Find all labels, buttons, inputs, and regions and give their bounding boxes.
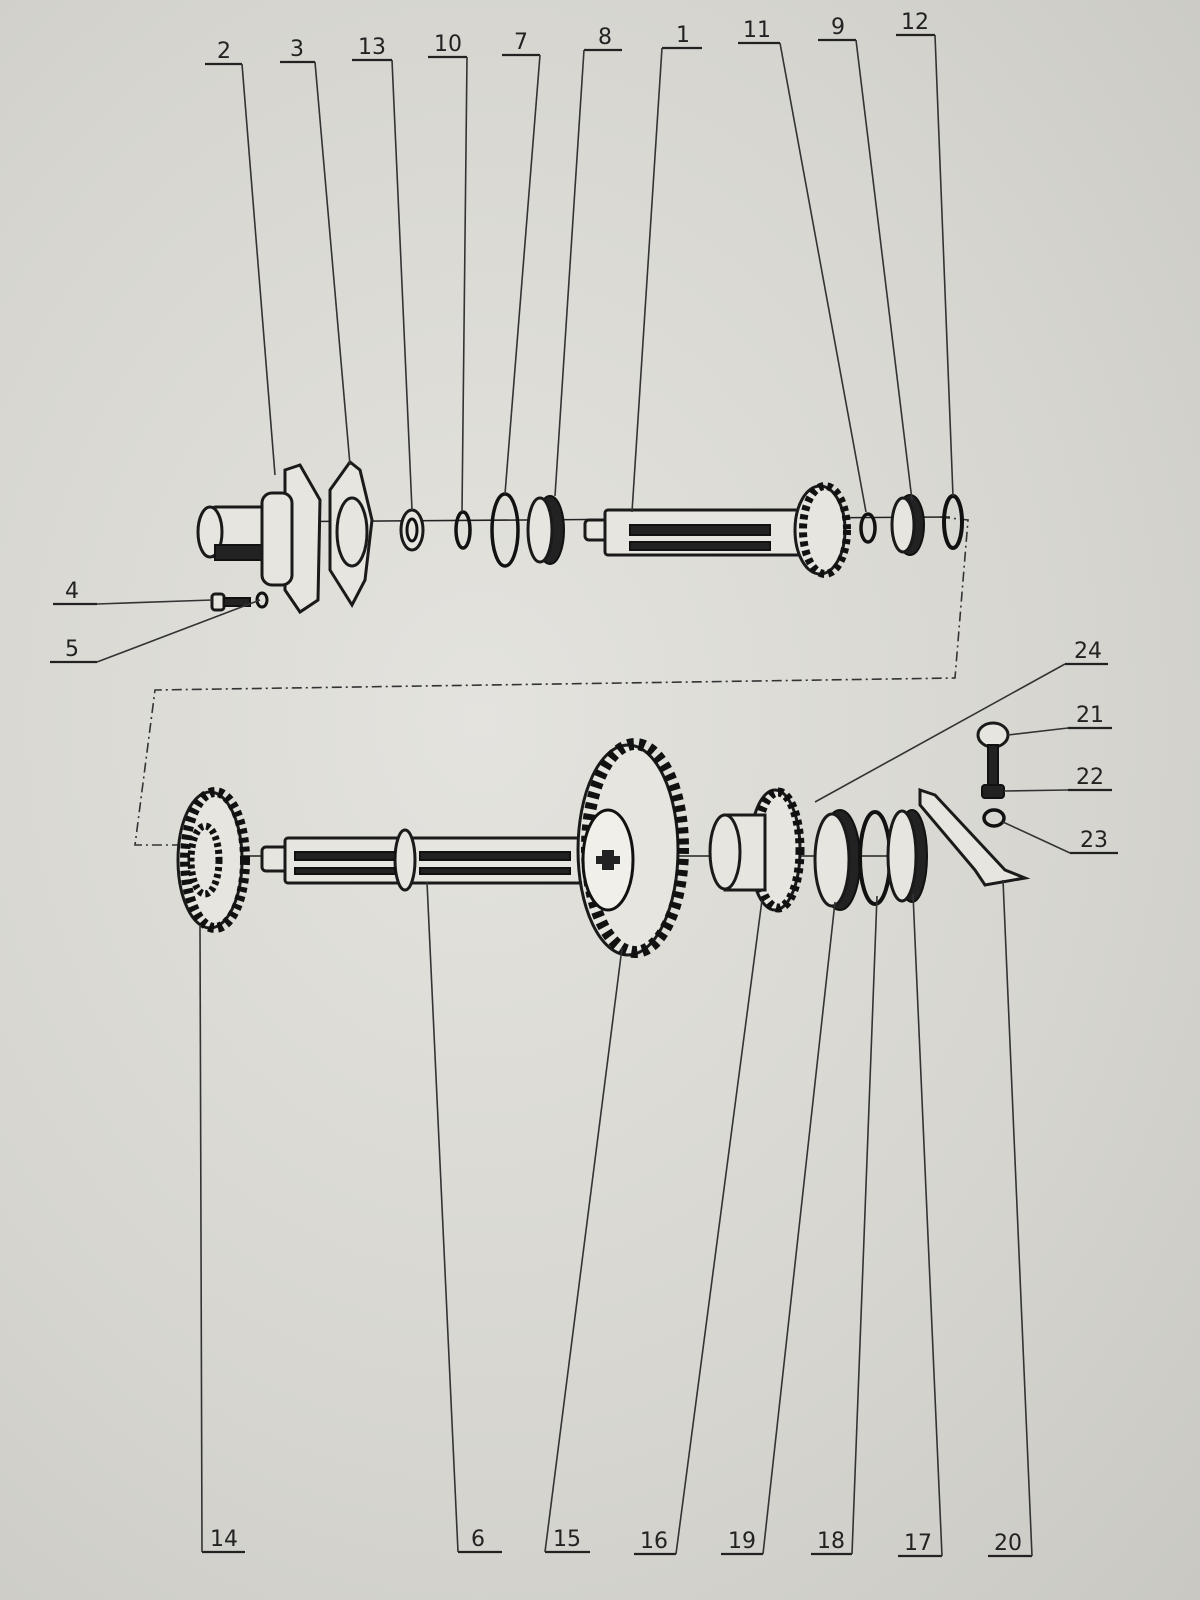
part-3-gasket <box>328 459 374 609</box>
part-18-ring <box>858 810 892 906</box>
label-15: 15 <box>544 947 623 1554</box>
part-19-bearing <box>813 809 861 911</box>
label-16-text: 16 <box>640 1529 668 1554</box>
part-6-splined-shaft <box>260 828 607 892</box>
label-18-text: 18 <box>817 1529 845 1554</box>
label-2-text: 2 <box>217 39 231 64</box>
label-3: 3 <box>280 37 351 466</box>
label-9-text: 9 <box>831 15 845 40</box>
part-17-ring <box>886 809 928 903</box>
label-22-text: 22 <box>1076 765 1104 790</box>
label-23: 23 <box>1002 821 1118 855</box>
label-20-text: 20 <box>994 1531 1022 1556</box>
label-1: 1 <box>631 23 702 513</box>
part-13-seal <box>399 508 425 552</box>
label-24: 24 <box>814 639 1108 803</box>
label-15-text: 15 <box>553 1527 581 1552</box>
label-13-text: 13 <box>358 35 386 60</box>
label-4: 4 <box>53 579 213 606</box>
label-1-text: 1 <box>676 23 690 48</box>
label-24-text: 24 <box>1074 639 1102 664</box>
label-18: 18 <box>811 895 878 1556</box>
part-5-washer <box>255 591 269 609</box>
label-2: 2 <box>205 39 276 476</box>
label-10: 10 <box>428 32 468 513</box>
label-21: 21 <box>1007 703 1112 736</box>
part-12-circlip <box>942 494 964 550</box>
label-17: 17 <box>898 893 943 1558</box>
assembly-connector-line <box>134 516 969 846</box>
part-21-bolt <box>976 721 1010 786</box>
label-14-text: 14 <box>210 1527 238 1552</box>
label-12-text: 12 <box>901 10 929 35</box>
spline-hub-icon <box>596 850 620 870</box>
label-11-text: 11 <box>743 18 771 43</box>
label-6-text: 6 <box>471 1527 485 1552</box>
label-13: 13 <box>352 35 413 511</box>
part-4-bolt <box>210 592 251 612</box>
label-5-text: 5 <box>65 637 79 662</box>
label-3-text: 3 <box>290 37 304 62</box>
label-11: 11 <box>738 18 867 513</box>
part-10-ring <box>454 510 472 550</box>
label-9: 9 <box>818 15 913 501</box>
label-5: 5 <box>50 599 261 664</box>
label-17-text: 17 <box>904 1531 932 1556</box>
label-6: 6 <box>426 881 502 1554</box>
part-11-ring <box>859 512 877 544</box>
part-20-plate <box>918 787 1031 887</box>
part-2-flange-housing <box>196 463 322 615</box>
label-12: 12 <box>896 10 954 497</box>
part-14-gear <box>176 787 250 933</box>
part-1-gear-shaft <box>583 482 851 578</box>
label-4-text: 4 <box>65 579 79 604</box>
part-8-bearing <box>526 495 565 565</box>
label-19: 19 <box>721 901 836 1556</box>
label-20: 20 <box>988 879 1033 1558</box>
label-23-text: 23 <box>1080 828 1108 853</box>
label-7: 7 <box>502 30 541 495</box>
label-10-text: 10 <box>434 32 462 57</box>
label-22: 22 <box>1003 765 1112 792</box>
label-14: 14 <box>199 924 245 1554</box>
label-21-text: 21 <box>1076 703 1104 728</box>
part-16-gear <box>708 787 805 913</box>
part-22-nut <box>981 784 1005 799</box>
label-19-text: 19 <box>728 1529 756 1554</box>
part-23-washer <box>982 808 1006 828</box>
label-8: 8 <box>554 25 622 497</box>
part-15-large-gear <box>576 738 689 958</box>
part-7-o-ring <box>490 492 520 568</box>
label-16: 16 <box>634 899 763 1556</box>
part-9-bearing <box>890 494 925 556</box>
label-8-text: 8 <box>598 25 612 50</box>
label-7-text: 7 <box>514 30 528 55</box>
